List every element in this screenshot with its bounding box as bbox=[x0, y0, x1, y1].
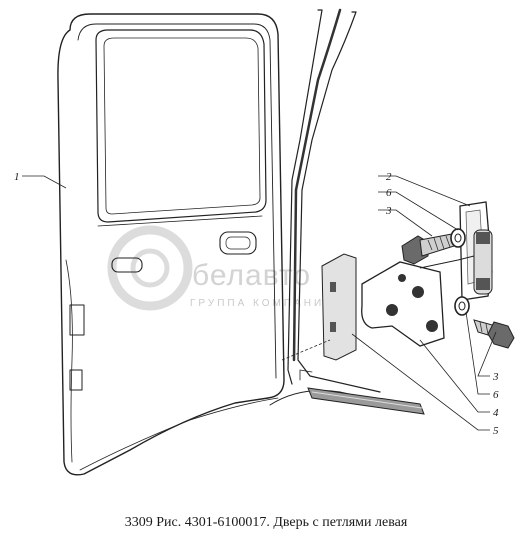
lower-washer-part-6 bbox=[454, 296, 470, 316]
watermark-subtitle: ГРУППА КОМПАНИЙ bbox=[190, 296, 334, 309]
callout-part-4: 4 bbox=[493, 407, 499, 419]
upper-washer-part-6 bbox=[450, 228, 466, 248]
leader-lines bbox=[22, 175, 497, 431]
watermark-brand: белавто bbox=[192, 259, 311, 292]
callout-part-6-lower: 6 bbox=[493, 389, 499, 401]
upper-bolt-part-3 bbox=[401, 233, 455, 265]
body-pillar bbox=[269, 8, 421, 411]
callout-part-3-upper: 3 bbox=[385, 205, 392, 217]
callout-part-1: 1 bbox=[14, 171, 20, 183]
seal-strip bbox=[307, 387, 425, 415]
callout-part-5: 5 bbox=[493, 425, 499, 437]
figure-caption: 3309 Рис. 4301-6100017. Дверь с петлями … bbox=[124, 515, 408, 530]
callout-part-2: 2 bbox=[386, 171, 392, 183]
callouts: 1 2 6 3 3 6 4 5 bbox=[14, 171, 499, 437]
callout-part-6-upper: 6 bbox=[386, 187, 392, 199]
hinge-bracket-part-2 bbox=[419, 201, 493, 301]
lower-bolt-part-3 bbox=[473, 319, 515, 349]
door-panel bbox=[57, 13, 285, 476]
hinge-plate-part-4 bbox=[361, 261, 445, 347]
callout-part-3-lower: 3 bbox=[492, 371, 499, 383]
gasket-part-5 bbox=[321, 253, 357, 361]
